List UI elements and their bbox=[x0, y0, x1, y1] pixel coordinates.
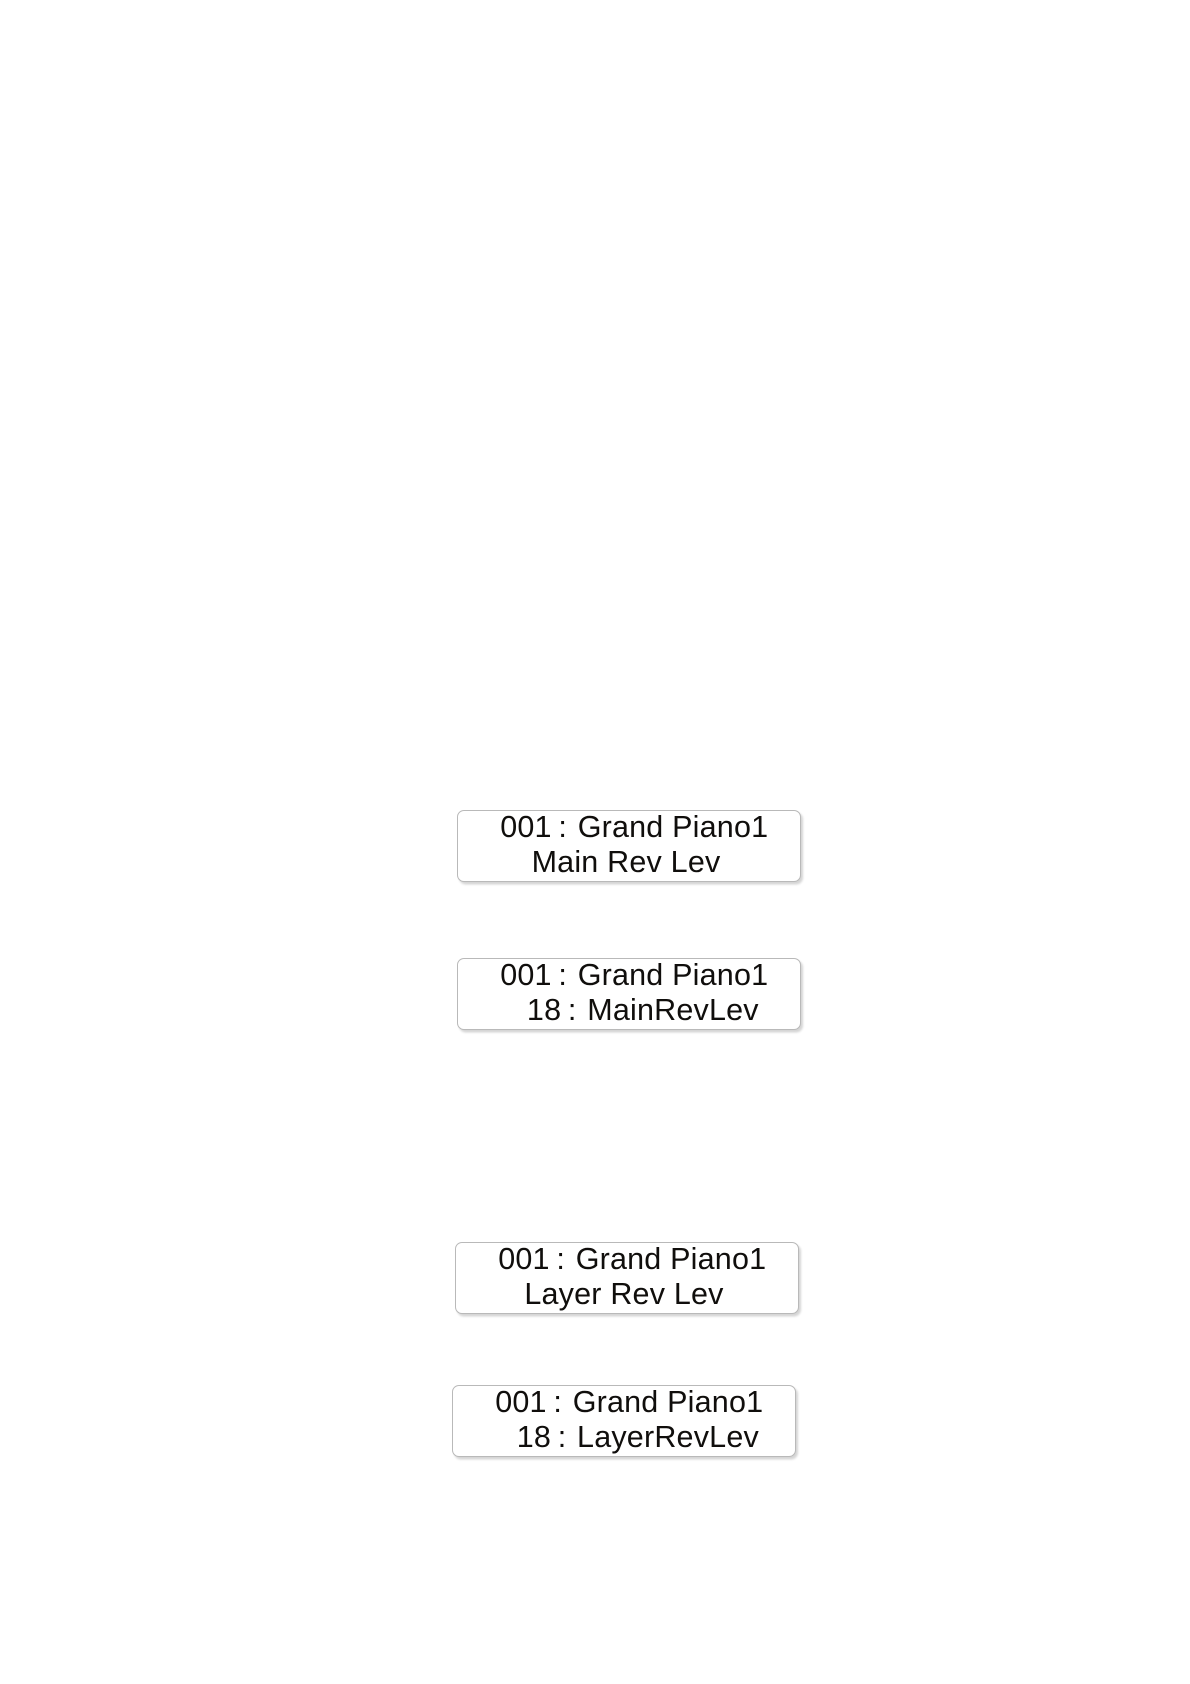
lcd-voice-number: 001 bbox=[500, 810, 552, 844]
lcd-panel-main-rev-lev-numbered: 001 : Grand Piano1 18 : MainRevLev bbox=[457, 958, 801, 1030]
lcd-parameter-number: 18 bbox=[526, 993, 562, 1027]
lcd-parameter-caption: Main Rev Lev bbox=[531, 845, 721, 879]
lcd-voice-name: Grand Piano1 bbox=[572, 1385, 764, 1419]
lcd-separator-colon: : bbox=[553, 1385, 563, 1419]
lcd-line-parameter: 18 : LayerRevLev bbox=[453, 1420, 795, 1455]
lcd-parameter-name: LayerRevLev bbox=[577, 1420, 759, 1454]
lcd-voice-name: Grand Piano1 bbox=[577, 958, 769, 992]
lcd-separator-colon: : bbox=[558, 810, 568, 844]
lcd-parameter-name: MainRevLev bbox=[587, 993, 759, 1027]
lcd-separator-colon: : bbox=[556, 1242, 566, 1276]
lcd-parameter-number: 18 bbox=[516, 1420, 552, 1454]
lcd-voice-number: 001 bbox=[495, 1385, 547, 1419]
lcd-voice-number: 001 bbox=[498, 1242, 550, 1276]
lcd-voice-number: 001 bbox=[500, 958, 552, 992]
lcd-panel-layer-rev-lev-numbered: 001 : Grand Piano1 18 : LayerRevLev bbox=[452, 1385, 796, 1457]
lcd-line-parameter: Layer Rev Lev bbox=[456, 1277, 798, 1312]
lcd-parameter-caption: Layer Rev Lev bbox=[524, 1277, 724, 1311]
lcd-line-voice: 001 : Grand Piano1 bbox=[456, 1242, 798, 1277]
lcd-separator-colon: : bbox=[567, 993, 577, 1027]
lcd-line-voice: 001 : Grand Piano1 bbox=[458, 810, 800, 845]
lcd-voice-name: Grand Piano1 bbox=[575, 1242, 767, 1276]
lcd-separator-colon: : bbox=[558, 958, 568, 992]
lcd-voice-name: Grand Piano1 bbox=[577, 810, 769, 844]
lcd-panel-layer-rev-lev: 001 : Grand Piano1 Layer Rev Lev bbox=[455, 1242, 799, 1314]
lcd-line-parameter: 18 : MainRevLev bbox=[458, 993, 800, 1028]
lcd-line-parameter: Main Rev Lev bbox=[458, 845, 800, 880]
lcd-panel-main-rev-lev: 001 : Grand Piano1 Main Rev Lev bbox=[457, 810, 801, 882]
lcd-separator-colon: : bbox=[557, 1420, 567, 1454]
lcd-line-voice: 001 : Grand Piano1 bbox=[453, 1385, 795, 1420]
lcd-line-voice: 001 : Grand Piano1 bbox=[458, 958, 800, 993]
